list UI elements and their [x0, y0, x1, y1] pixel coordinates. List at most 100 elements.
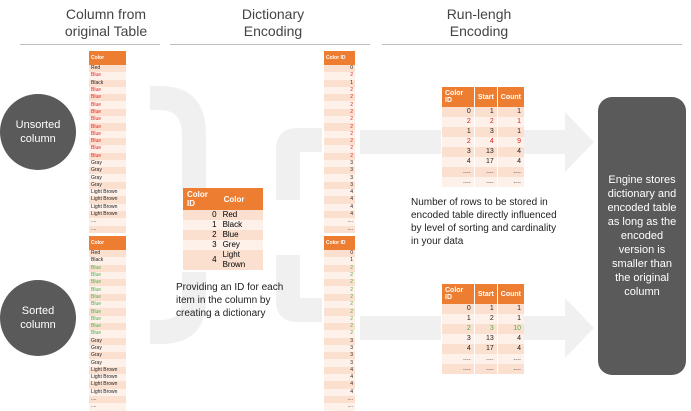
table-row: 2: [324, 145, 355, 153]
table-row-value: 2: [324, 123, 355, 131]
table-row: Gray: [89, 337, 126, 345]
unsorted-column-label: Unsorted column: [15, 119, 61, 145]
table-row-value: 3: [324, 174, 355, 182]
table-row: Light Brown: [89, 374, 126, 382]
dictionary-id: 3: [183, 240, 220, 250]
table-row-value: ....: [324, 395, 355, 404]
rle-start: 3: [473, 324, 498, 334]
table-row: 2: [324, 101, 355, 109]
rle-color-id: ....: [441, 167, 475, 177]
table-row-value: Blue: [89, 279, 126, 287]
table-row: Blue: [89, 330, 126, 338]
rle-note: Number of rows to be stored in encoded t…: [411, 197, 557, 247]
engine-storage-text: Engine stores dictionary and encoded tab…: [607, 174, 677, 298]
engine-storage-box: Engine stores dictionary and encoded tab…: [598, 97, 686, 375]
table-row: Blue: [89, 108, 126, 117]
table-row-value: Blue: [89, 301, 126, 309]
rle-header-color-id: Color ID: [441, 87, 475, 107]
table-row: 2: [324, 330, 355, 338]
rle-count: 1: [496, 127, 524, 137]
rle-start: 3: [473, 127, 498, 137]
table-row: 3: [324, 167, 355, 175]
table-row: Blue: [89, 130, 126, 138]
table-row-value: Black: [89, 257, 126, 265]
table-row: 2: [324, 123, 355, 131]
table-row-value: 4: [324, 203, 355, 211]
table-row-value: Blue: [89, 116, 126, 124]
table-row-value: 2: [324, 315, 355, 323]
table-row: ....: [89, 225, 126, 233]
table-row-value: Light Brown: [89, 210, 126, 219]
rle-color-id: 2: [441, 117, 475, 127]
table-row-value: 2: [324, 86, 355, 95]
table-row-value: ....: [324, 218, 355, 226]
unsorted-column-circle: Unsorted column: [0, 94, 76, 170]
table-row: 2: [324, 116, 355, 124]
dictionary-color: Black: [219, 220, 263, 230]
table-row-value: 4: [324, 374, 355, 382]
table-row-value: Blue: [89, 315, 126, 323]
table-row: Gray: [89, 352, 126, 360]
dictionary-note: Providing an ID for each item in the col…: [176, 282, 284, 319]
table-row-value: 4: [324, 381, 355, 389]
unsorted-flow-band: [150, 86, 206, 190]
table-row-value: 3: [324, 337, 355, 345]
table-row: 2: [324, 301, 355, 309]
header-divider-1: [20, 44, 160, 45]
rle-color-id: 1: [441, 127, 475, 137]
table-row: Blue: [89, 116, 126, 124]
rle-count: ....: [496, 177, 524, 187]
rle-start: 17: [473, 157, 498, 167]
rle-start: 1: [473, 304, 498, 314]
table-row: 2: [324, 86, 355, 95]
rle-count: 4: [496, 334, 524, 344]
table-row: ....: [324, 218, 355, 226]
table-row: 1: [324, 79, 355, 87]
table-row-value: Light Brown: [89, 203, 126, 211]
table-row-value: ....: [89, 218, 126, 226]
table-row-value: Blue: [89, 286, 126, 294]
table-row-value: 4: [324, 366, 355, 375]
dictionary-color: Light Brown: [219, 250, 263, 270]
table-row: 3: [324, 359, 355, 367]
table-row-value: Light Brown: [89, 381, 126, 389]
table-row-value: 2: [324, 301, 355, 309]
rle-color-id: 1: [441, 314, 475, 324]
rle-color-id: ....: [441, 177, 475, 187]
table-row: Gray: [89, 167, 126, 175]
table-row-value: Blue: [89, 308, 126, 316]
dictionary-color: Grey: [219, 240, 263, 250]
rle-start: 4: [473, 137, 498, 147]
sorted-column-circle: Sorted column: [0, 280, 76, 356]
table-row-value: 2: [324, 322, 355, 331]
table-row: ....: [324, 395, 355, 404]
rle-color-id: ....: [441, 364, 475, 374]
rle-count: 4: [496, 157, 524, 167]
table-row-value: Blue: [89, 130, 126, 138]
table-row-value: 2: [324, 286, 355, 294]
table-row-value: Blue: [89, 94, 126, 102]
rle-count: ....: [496, 364, 524, 374]
rle-start: ....: [473, 364, 498, 374]
dictionary-id: 2: [183, 230, 220, 240]
table-row-value: 2: [324, 108, 355, 117]
table-row-value: 3: [324, 181, 355, 190]
rle-start: ....: [473, 177, 498, 187]
rle-color-id: 3: [441, 147, 475, 157]
header-run-length-encoding: Run-lengh Encoding: [446, 6, 512, 39]
table-row-value: Blue: [89, 322, 126, 331]
table-row-value: Gray: [89, 344, 126, 353]
rle-start: 17: [473, 344, 498, 354]
dictionary-color: Red: [219, 210, 263, 220]
table-row: Blue: [89, 293, 126, 302]
table-row: 4: [324, 210, 355, 219]
table-row-value: Blue: [89, 101, 126, 109]
rle-header-start: Start: [473, 284, 498, 304]
table-row-value: Gray: [89, 167, 126, 175]
